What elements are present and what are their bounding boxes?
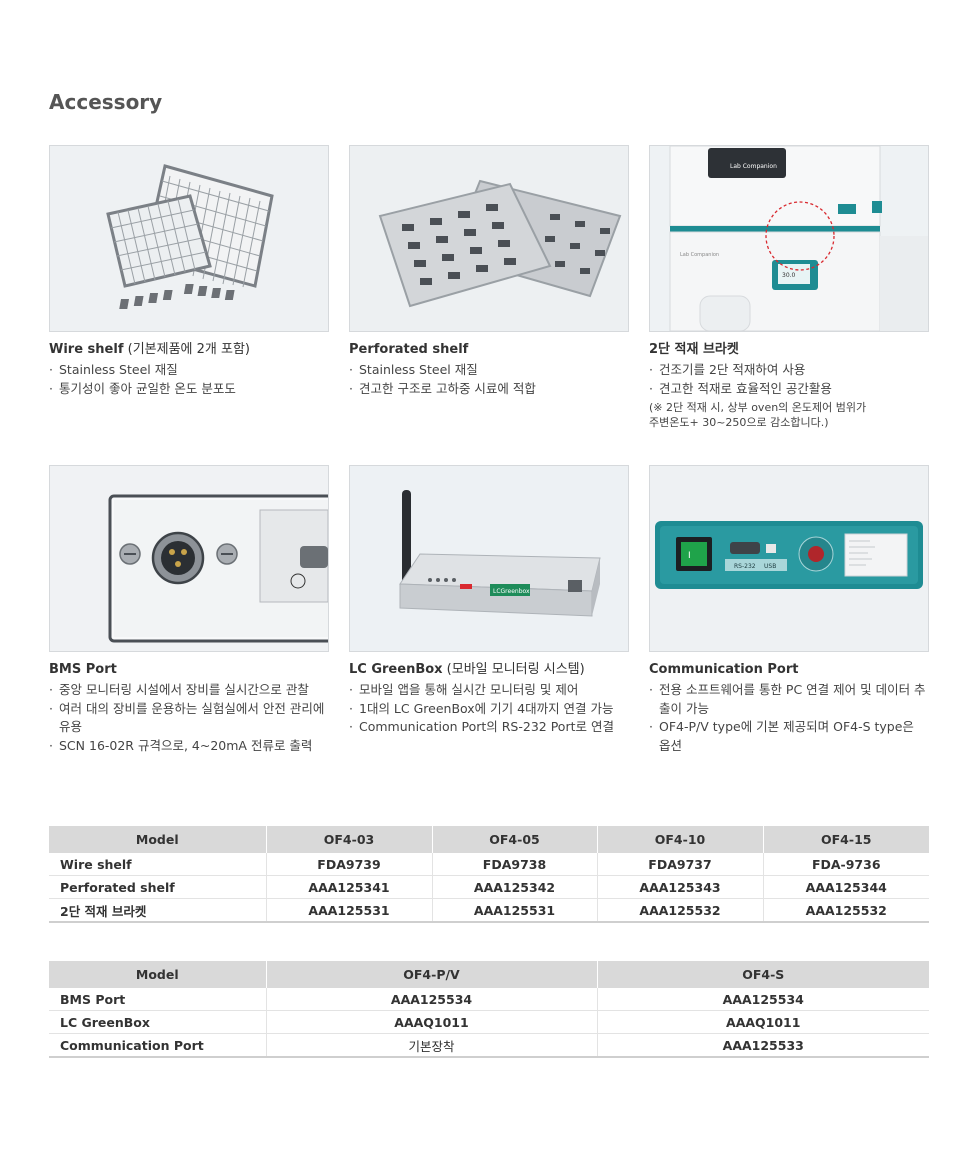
table-header: OF4-05 xyxy=(431,826,597,853)
table-header: Model xyxy=(49,826,266,853)
table-cell: AAAQ1011 xyxy=(265,1010,597,1034)
table-row: BMS Port AAA125534 AAA125534 xyxy=(49,988,929,1011)
row-label: Wire shelf xyxy=(49,853,266,876)
row-label: BMS Port xyxy=(49,988,266,1011)
table-header-row: Model OF4-03 OF4-05 OF4-10 OF4-15 xyxy=(49,826,929,853)
bullet-item: OF4-P/V type에 기본 제공되며 OF4-S type은 옵션 xyxy=(649,718,929,755)
accessory-card-stacking-bracket: Lab Companion Lab Companion 30.0 2단 적재 브… xyxy=(649,145,929,430)
table-header: OF4-P/V xyxy=(265,961,597,988)
table-header: Model xyxy=(49,961,266,988)
card-subtitle: (기본제품에 2개 포함) xyxy=(123,342,250,357)
bullet-item: 견고한 구조로 고하중 시료에 적합 xyxy=(349,380,629,399)
table-cell: AAA125534 xyxy=(265,988,597,1011)
accessory-card-bms-port: BMS Port 중앙 모니터링 시설에서 장비를 실시간으로 관찰 여러 대의… xyxy=(49,465,329,755)
bullet-item: Stainless Steel 재질 xyxy=(49,361,329,380)
brand-label: Lab Companion xyxy=(730,163,777,170)
table-cell: AAA125533 xyxy=(596,1033,929,1058)
bms-port-image xyxy=(49,465,329,652)
card-note: (※ 2단 적재 시, 상부 oven의 온도제어 범위가 주변온도+ 30~2… xyxy=(649,400,929,430)
table-header-row: Model OF4-P/V OF4-S xyxy=(49,961,929,988)
port-model-table: Model OF4-P/V OF4-S BMS Port AAA125534 A… xyxy=(49,961,929,1058)
table-header: OF4-S xyxy=(596,961,929,988)
card-title: Perforated shelf xyxy=(349,342,469,357)
bullet-item: SCN 16-02R 규격으로, 4~20mA 전류로 출력 xyxy=(49,737,329,756)
table-header: OF4-03 xyxy=(265,826,432,853)
bullet-item: Communication Port의 RS-232 Port로 연결 xyxy=(349,718,629,737)
table-cell: AAA125532 xyxy=(762,898,929,923)
wire-shelf-image xyxy=(49,145,329,332)
table-cell: AAA125531 xyxy=(431,898,597,923)
table-cell: AAA125341 xyxy=(265,875,432,899)
svg-text:I: I xyxy=(688,551,691,561)
rs232-label: RS-232 xyxy=(734,563,756,570)
table-cell: 기본장착 xyxy=(265,1033,597,1058)
stacking-bracket-image: Lab Companion Lab Companion 30.0 xyxy=(649,145,929,332)
table-cell: AAA125344 xyxy=(762,875,929,899)
page-title: Accessory xyxy=(49,90,163,114)
accessory-card-communication-port: I RS-232 USB Communication Port 전용 소프트웨어… xyxy=(649,465,929,755)
table-row: Communication Port 기본장착 AAA125533 xyxy=(49,1033,929,1058)
perforated-shelf-image xyxy=(349,145,629,332)
card-title: Communication Port xyxy=(649,662,799,677)
card-title: LC GreenBox xyxy=(349,662,443,677)
bullet-item: 1대의 LC GreenBox에 기기 4대까지 연결 가능 xyxy=(349,700,629,719)
table-cell: FDA9739 xyxy=(265,853,432,876)
accessory-model-table: Model OF4-03 OF4-05 OF4-10 OF4-15 Wire s… xyxy=(49,826,929,923)
row-label: Perforated shelf xyxy=(49,875,266,899)
row-label: 2단 적재 브라켓 xyxy=(49,898,266,923)
card-title: BMS Port xyxy=(49,662,117,677)
bullet-item: 중앙 모니터링 시설에서 장비를 실시간으로 관찰 xyxy=(49,681,329,700)
table-row: Wire shelf FDA9739 FDA9738 FDA9737 FDA-9… xyxy=(49,853,929,876)
table-cell: FDA-9736 xyxy=(762,853,929,876)
table-header: OF4-15 xyxy=(762,826,929,853)
table-header: OF4-10 xyxy=(596,826,763,853)
row-label: LC GreenBox xyxy=(49,1010,266,1034)
table-cell: AAAQ1011 xyxy=(596,1010,929,1034)
accessory-card-perforated-shelf: Perforated shelf Stainless Steel 재질 견고한 … xyxy=(349,145,629,398)
bullet-item: 전용 소프트웨어를 통한 PC 연결 제어 및 데이터 추출이 가능 xyxy=(649,681,929,718)
note-line: 주변온도+ 30~250으로 감소합니다.) xyxy=(649,416,829,429)
lc-greenbox-image: LCGreenbox xyxy=(349,465,629,652)
table-row: LC GreenBox AAAQ1011 AAAQ1011 xyxy=(49,1010,929,1034)
table-cell: AAA125532 xyxy=(596,898,763,923)
row-label: Communication Port xyxy=(49,1033,266,1058)
table-cell: FDA9737 xyxy=(596,853,763,876)
communication-port-image: I RS-232 USB xyxy=(649,465,929,652)
display-value: 30.0 xyxy=(782,272,796,279)
table-row: 2단 적재 브라켓 AAA125531 AAA125531 AAA125532 … xyxy=(49,898,929,923)
card-title: 2단 적재 브라켓 xyxy=(649,342,739,357)
usb-label: USB xyxy=(764,563,776,570)
table-cell: AAA125534 xyxy=(596,988,929,1011)
svg-text:Lab Companion: Lab Companion xyxy=(680,252,719,258)
bullet-item: 모바일 앱을 통해 실시간 모니터링 및 제어 xyxy=(349,681,629,700)
card-title: Wire shelf xyxy=(49,342,124,357)
card-subtitle: (모바일 모니터링 시스템) xyxy=(442,662,585,677)
accessory-card-wire-shelf: Wire shelf (기본제품에 2개 포함) Stainless Steel… xyxy=(49,145,329,398)
table-row: Perforated shelf AAA125341 AAA125342 AAA… xyxy=(49,875,929,899)
accessory-card-lc-greenbox: LCGreenbox LC GreenBox (모바일 모니터링 시스템) 모바… xyxy=(349,465,629,737)
bullet-item: 여러 대의 장비를 운용하는 실험실에서 안전 관리에 유용 xyxy=(49,700,329,737)
table-cell: FDA9738 xyxy=(431,853,597,876)
bullet-item: 건조기를 2단 적재하여 사용 xyxy=(649,361,929,380)
table-cell: AAA125343 xyxy=(596,875,763,899)
bullet-item: 통기성이 좋아 균일한 온도 분포도 xyxy=(49,380,329,399)
bullet-item: 견고한 적재로 효율적인 공간활용 xyxy=(649,380,929,399)
note-line: (※ 2단 적재 시, 상부 oven의 온도제어 범위가 xyxy=(649,401,867,414)
bullet-item: Stainless Steel 재질 xyxy=(349,361,629,380)
greenbox-label: LCGreenbox xyxy=(493,588,530,595)
table-cell: AAA125531 xyxy=(265,898,432,923)
table-cell: AAA125342 xyxy=(431,875,597,899)
